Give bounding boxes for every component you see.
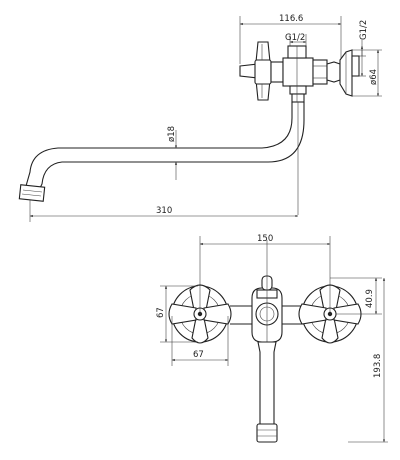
label-top-width: 116.6 xyxy=(279,14,303,24)
dim-offset-height: 40.9 xyxy=(330,277,382,315)
label-total-height: 193.8 xyxy=(373,354,383,378)
label-handle-height: 67 xyxy=(156,307,166,318)
front-spout xyxy=(256,341,278,443)
side-connector xyxy=(312,49,360,97)
label-spout-diameter: ø18 xyxy=(167,126,177,142)
side-valve-body xyxy=(282,45,314,103)
label-spout-length: 310 xyxy=(156,206,172,216)
front-view: 150 67 67 40.9 193.8 xyxy=(156,234,388,443)
label-outlet-thread: G1/2 xyxy=(359,20,369,40)
side-handle xyxy=(239,41,284,101)
label-offset-height: 40.9 xyxy=(365,289,375,308)
label-inlet-thread: G1/2 xyxy=(285,33,305,43)
label-flange-diameter: ø64 xyxy=(369,69,379,85)
dim-spout-diameter: ø18 xyxy=(167,126,178,180)
dim-handle-width: 67 xyxy=(171,316,229,366)
label-handle-width: 67 xyxy=(193,350,204,360)
label-centres: 150 xyxy=(257,234,273,244)
side-view: 116.6 G1/2 G1/2 ø64 ø18 xyxy=(18,14,382,222)
dim-inlet-thread: G1/2 xyxy=(285,33,307,46)
dim-top-width: 116.6 xyxy=(239,14,342,64)
dim-outlet-thread: G1/2 xyxy=(352,20,369,77)
dim-centres: 150 xyxy=(199,234,331,314)
dim-flange-diameter: ø64 xyxy=(352,49,382,97)
dim-handle-height: 67 xyxy=(156,285,198,343)
side-spout xyxy=(18,102,305,215)
dim-total-height: 193.8 xyxy=(348,278,388,443)
dim-spout-length: 310 xyxy=(29,200,298,222)
